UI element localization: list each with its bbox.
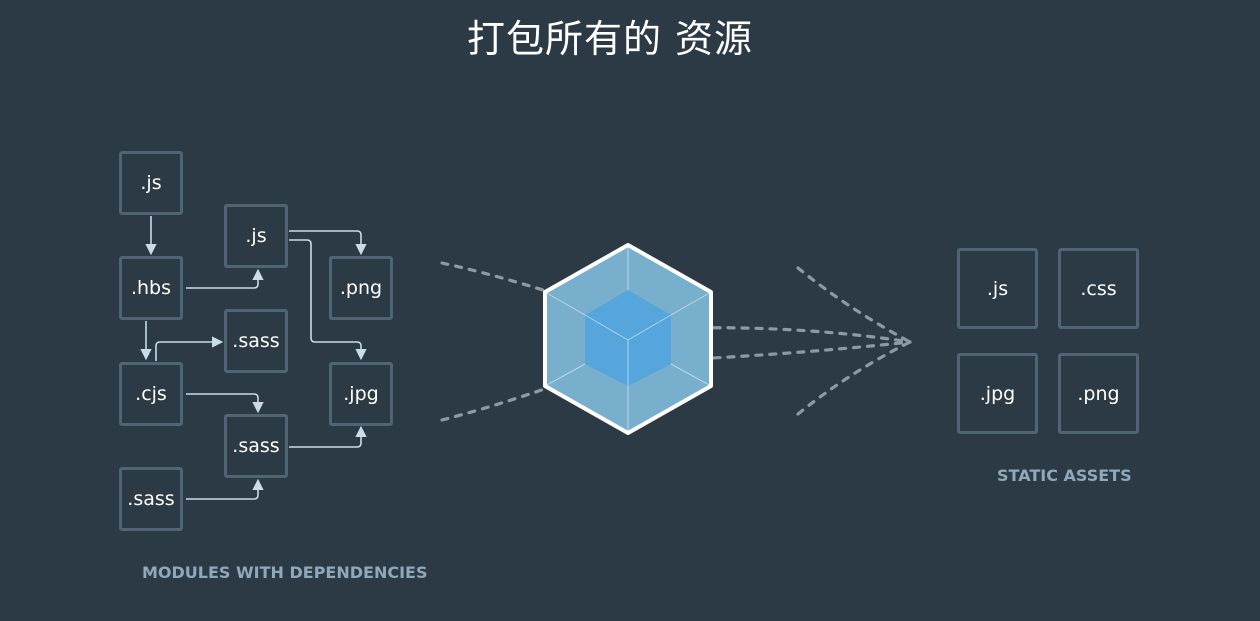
asset-js: .js bbox=[957, 248, 1038, 329]
arrow-js-to-png bbox=[289, 230, 367, 256]
arrow-hbs-to-js bbox=[186, 268, 264, 289]
page-title: 打包所有的 资源 bbox=[466, 17, 754, 61]
assets-caption: STATIC ASSETS bbox=[997, 466, 1132, 485]
arrow-sass-to-jpg bbox=[289, 425, 367, 448]
asset-css: .css bbox=[1058, 248, 1139, 329]
dependency-arrows bbox=[140, 216, 367, 500]
arrow-cjs-to-sass-lower bbox=[186, 393, 264, 414]
module-js-mid: .js bbox=[224, 204, 288, 268]
asset-jpg: .jpg bbox=[957, 353, 1038, 434]
webpack-cube-icon bbox=[543, 243, 713, 435]
asset-png: .png bbox=[1058, 353, 1139, 434]
flow-line-out-lower bbox=[628, 340, 912, 364]
module-sass-upper: .sass bbox=[224, 309, 288, 373]
module-jpg: .jpg bbox=[329, 362, 393, 426]
flow-lines bbox=[440, 261, 912, 422]
arrow-cjs-to-sass bbox=[155, 336, 224, 361]
module-sass-lower: .sass bbox=[224, 414, 288, 478]
module-js-top: .js bbox=[119, 151, 183, 215]
flow-line-fan-upper bbox=[796, 266, 912, 344]
module-cjs: .cjs bbox=[119, 362, 183, 426]
flow-line-fan-lower bbox=[796, 340, 912, 416]
module-sass-bottom: .sass bbox=[119, 467, 183, 531]
module-png: .png bbox=[329, 256, 393, 320]
flow-line-out-upper bbox=[628, 326, 912, 344]
module-hbs: .hbs bbox=[119, 256, 183, 320]
flow-line-in-upper bbox=[440, 261, 626, 319]
arrow-js-to-jpg bbox=[289, 239, 367, 361]
arrow-sass-bottom-to-sass bbox=[186, 478, 264, 500]
flow-line-in-lower bbox=[440, 358, 626, 422]
modules-caption: MODULES WITH DEPENDENCIES bbox=[142, 563, 428, 582]
